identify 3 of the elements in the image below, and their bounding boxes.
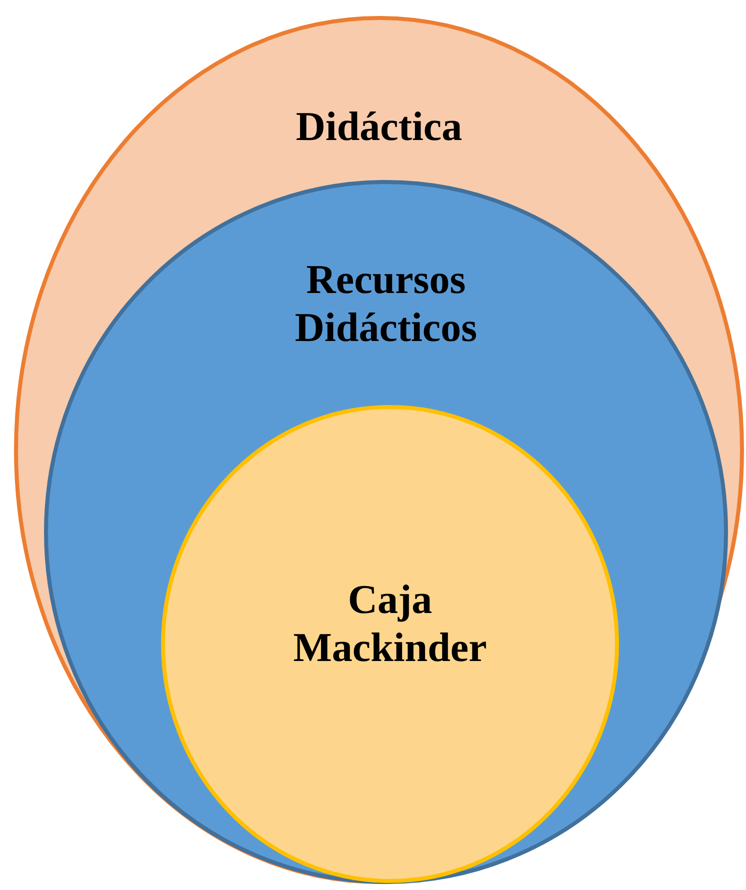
ellipse-label: Recursos Didácticos [294, 255, 478, 351]
ellipse-label: Caja Mackinder [292, 575, 488, 671]
ellipse-label: Didáctica [296, 102, 462, 150]
